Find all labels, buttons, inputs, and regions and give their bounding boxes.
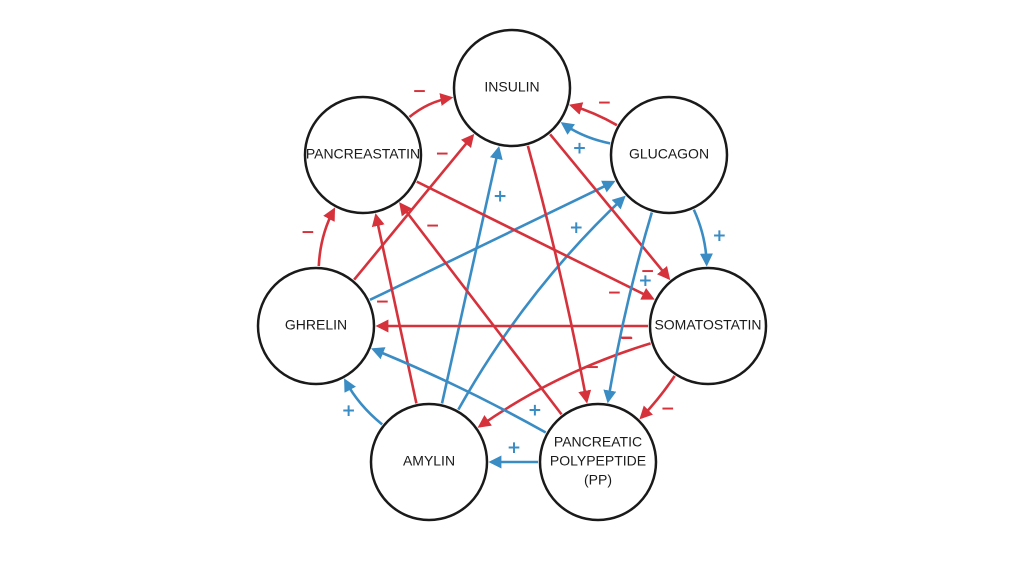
edge-sign-ghrelin-to-insulin: − [435,144,449,164]
edge-sign-glucagon-to-insulin: − [597,93,611,113]
signs-layer: −−+−+−++−+−−−−−−+−++ [301,81,727,458]
edge-sign-amylin-to-ghrelin: + [341,401,355,421]
edge-amylin-to-insulin [440,145,503,404]
edge-sign-insulin-to-pp: − [585,358,599,378]
edge-glucagon-to-insulin [560,122,611,145]
node-circle-amylin [369,402,489,522]
node-circle-somatostatin [648,266,768,386]
edge-somatostatin-to-pp [639,375,676,420]
node-label-pp: PANCREATIC [554,434,642,450]
node-circle-pp [538,402,658,522]
node-circle-ghrelin [256,266,376,386]
node-label-pancreastatin: PANCREASTATIN [306,146,420,162]
node-pp: PANCREATIC POLYPEPTIDE (PP) [538,402,658,522]
edge-pp-to-pancreastatin [399,202,563,416]
edge-ghrelin-to-glucagon [369,180,616,302]
edge-pancreastatin-to-insulin [408,93,454,119]
edge-sign-pancreastatin-to-somatostatin: − [607,283,621,303]
node-ghrelin: GHRELIN [256,266,376,386]
edge-sign-pancreastatin-to-insulin: − [412,81,426,101]
edge-amylin-to-pancreastatin [371,213,418,404]
node-amylin: AMYLIN [369,402,489,522]
edge-sign-ghrelin-to-pancreastatin: − [301,222,315,242]
edge-glucagon-to-somatostatin [692,209,713,267]
edge-sign-glucagon-to-pp: + [638,271,652,291]
edge-ghrelin-to-insulin [353,133,475,281]
node-pancreastatin: PANCREASTATIN [303,95,423,215]
edge-amylin-to-ghrelin [344,378,384,426]
edge-sign-glucagon-to-insulin: + [572,139,586,159]
edge-sign-amylin-to-pancreastatin: − [375,292,389,312]
node-insulin: INSULIN [452,28,572,148]
edge-sign-glucagon-to-somatostatin: + [712,226,726,246]
node-label-ghrelin: GHRELIN [285,317,347,333]
node-label-pp: POLYPEPTIDE [550,453,646,469]
edge-sign-pp-to-amylin: + [507,438,521,458]
node-label-amylin: AMYLIN [403,453,455,469]
edge-insulin-to-somatostatin [549,133,671,281]
node-glucagon: GLUCAGON [609,95,729,215]
edge-amylin-to-glucagon [457,195,626,411]
edge-glucagon-to-pp [603,212,654,404]
edge-sign-pp-to-pancreastatin: − [425,216,439,236]
edge-sign-pp-to-ghrelin: + [528,401,542,421]
node-circle-insulin [452,28,572,148]
node-somatostatin: SOMATOSTATIN [648,266,768,386]
edge-sign-somatostatin-to-ghrelin: − [619,328,633,348]
edges-layer [317,93,713,469]
node-label-insulin: INSULIN [484,79,539,95]
node-label-pp: (PP) [584,472,612,488]
edge-insulin-to-pp [526,145,592,404]
edge-sign-amylin-to-insulin: + [493,187,507,207]
edge-sign-somatostatin-to-pp: − [661,399,675,419]
edge-pancreastatin-to-somatostatin [416,180,655,300]
edge-sign-amylin-to-glucagon: + [569,218,583,238]
edge-glucagon-to-insulin [568,102,618,127]
edge-pp-to-ghrelin [371,347,547,434]
edge-somatostatin-to-amylin [477,342,651,428]
edge-sign-insulin-to-somatostatin: − [640,262,654,282]
nodes-layer: INSULIN GLUCAGON SOMATOSTATIN PANCREATIC POL… [256,28,768,522]
edge-sign-somatostatin-to-amylin: − [620,328,634,348]
node-label-glucagon: GLUCAGON [629,146,709,162]
edge-ghrelin-to-pancreastatin [317,207,336,267]
node-label-somatostatin: SOMATOSTATIN [654,317,761,333]
node-circle-pancreastatin [303,95,423,215]
node-circle-glucagon [609,95,729,215]
